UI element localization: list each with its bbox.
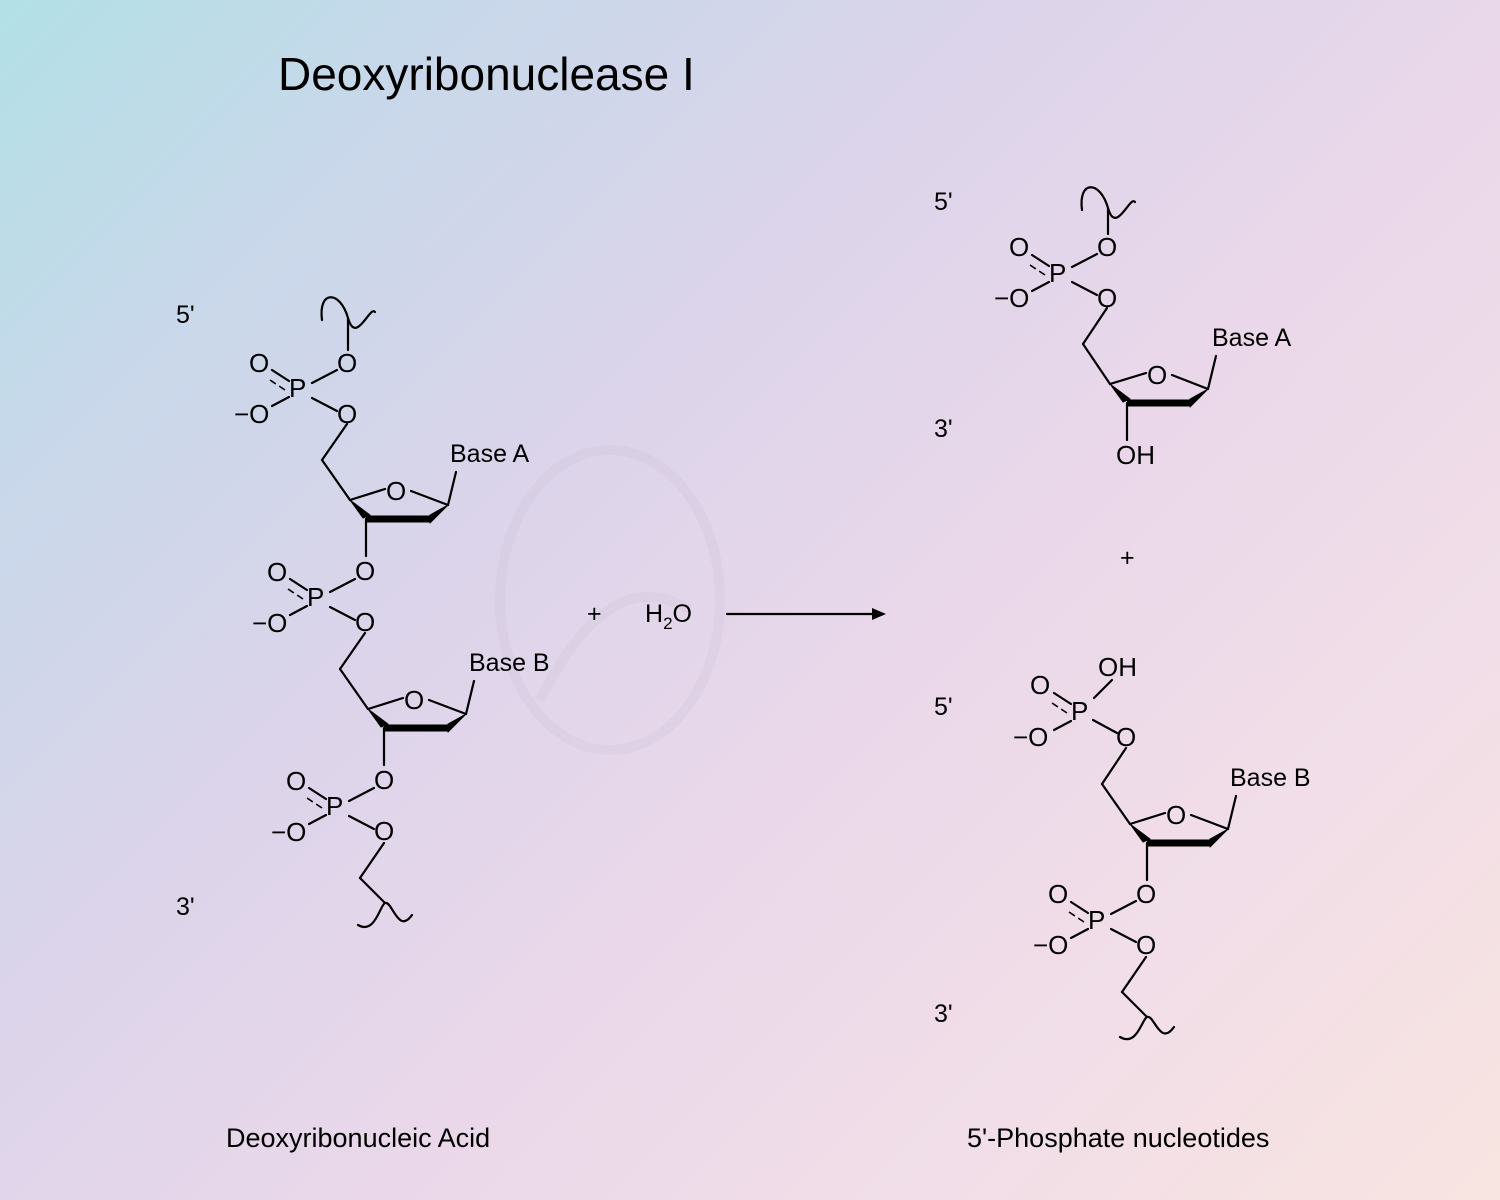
atom-o: O: [1009, 232, 1029, 262]
atom-neg-o: −O: [1033, 930, 1068, 960]
page-title: Deoxyribonuclease I: [278, 48, 695, 100]
watermark: [495, 445, 725, 755]
atom-o: O: [1136, 879, 1156, 909]
product-b-5-prime-label: 5': [934, 693, 953, 721]
wedge-bond: [1129, 823, 1151, 843]
atom-o: O: [1048, 879, 1068, 909]
atom-o: O: [355, 607, 375, 637]
atom-o: O: [1097, 283, 1117, 313]
product-b-3-prime-label: 3': [934, 1000, 953, 1028]
atom-o: O: [267, 557, 287, 587]
atom-o: O: [386, 476, 406, 506]
wedge-bond: [1109, 383, 1131, 403]
atom-o: O: [1147, 360, 1167, 390]
atom-o: O: [337, 399, 357, 429]
atom-neg-o: −O: [994, 283, 1029, 313]
arrow-head: [872, 608, 886, 620]
product-b-hydroxyl: OH: [1098, 652, 1137, 682]
atom-o: O: [1166, 800, 1186, 830]
wedge-bond: [429, 504, 449, 524]
dna-5-prime-label: 5': [176, 301, 195, 329]
product-a-base-label: Base A: [1212, 324, 1292, 352]
product-b-base-label: Base B: [1230, 764, 1311, 792]
atom-o: O: [249, 348, 269, 378]
atom-neg-o: −O: [252, 608, 287, 638]
atom-p: P: [289, 373, 306, 403]
atom-o: O: [374, 816, 394, 846]
water-formula: H2O: [645, 600, 692, 633]
atom-o: O: [1030, 670, 1050, 700]
atom-neg-o: −O: [271, 817, 306, 847]
atom-p: P: [1071, 696, 1088, 726]
atom-neg-o: −O: [234, 399, 269, 429]
atom-o: O: [1116, 722, 1136, 752]
atom-o: O: [286, 766, 306, 796]
base-a-label: Base A: [450, 440, 530, 468]
atom-o: O: [337, 348, 357, 378]
wedge-bond: [447, 713, 467, 733]
product-plus-sign: +: [1120, 544, 1135, 572]
atom-p: P: [1049, 258, 1066, 288]
product-caption: 5'-Phosphate nucleotides: [967, 1123, 1269, 1153]
product-nucleotide-a: 5' 3' O O P O −O O Base A OH: [934, 186, 1292, 470]
wedge-bond: [1209, 828, 1229, 848]
chain-break-bottom: [356, 901, 414, 929]
atom-o: O: [1097, 232, 1117, 262]
product-a-3-prime-label: 3': [934, 415, 953, 443]
wedge-bond: [367, 708, 389, 728]
base-b-label: Base B: [469, 649, 550, 677]
atom-p: P: [1088, 905, 1105, 935]
dna-3-prime-label: 3': [176, 893, 195, 921]
atom-o: O: [355, 556, 375, 586]
atom-p: P: [307, 582, 324, 612]
plus-sign: +: [587, 600, 602, 628]
reactant-caption: Deoxyribonucleic Acid: [226, 1123, 490, 1153]
dna-structure: 5' 3' O O P O −O O Base A O O P O −O: [176, 296, 550, 929]
atom-o: O: [374, 765, 394, 795]
product-nucleotide-b: 5' 3' OH O P O −O O Base B O O P O −O: [934, 652, 1311, 1041]
chain-break-bottom: [1118, 1015, 1176, 1041]
wedge-bond: [1189, 388, 1209, 408]
atom-o: O: [1136, 930, 1156, 960]
atom-p: P: [326, 791, 343, 821]
atom-neg-o: −O: [1013, 722, 1048, 752]
wedge-bond: [349, 499, 371, 519]
product-a-hydroxyl: OH: [1116, 440, 1155, 470]
product-a-5-prime-label: 5': [934, 188, 953, 216]
atom-o: O: [404, 685, 424, 715]
